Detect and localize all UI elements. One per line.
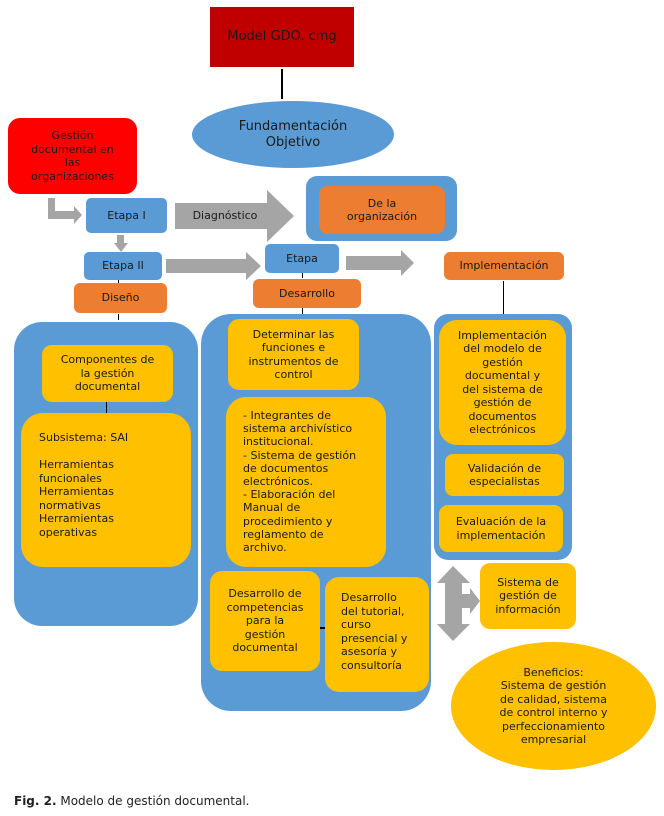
implementacion-text: Implementación bbox=[459, 259, 549, 273]
etapa-text: Etapa bbox=[286, 251, 318, 265]
etapa-arrow-icon bbox=[346, 250, 414, 276]
tutorial-box: Desarrollo del tutorial, curso presencia… bbox=[325, 577, 429, 692]
de-la-organizacion-box: De la organización bbox=[319, 186, 445, 234]
determinar-box: Determinar las funciones e instrumentos … bbox=[228, 319, 359, 390]
fundamentacion-text: Fundamentación Objetivo bbox=[238, 118, 348, 150]
gestion-organizaciones-box: Gestión documental en las organizaciones bbox=[8, 118, 137, 194]
implementacion-modelo-text: Implementación del modelo de gestión doc… bbox=[457, 328, 548, 437]
componentes-text: Componentes de la gestión documental bbox=[60, 353, 155, 394]
bidirectional-arrow-icon bbox=[437, 566, 480, 641]
componentes-box: Componentes de la gestión documental bbox=[42, 345, 173, 402]
etapa-1-box: Etapa I bbox=[86, 198, 167, 233]
etapa2-arrow-icon bbox=[166, 252, 261, 280]
connector-line bbox=[503, 281, 504, 315]
diagnostico-text: Diagnóstico bbox=[192, 209, 258, 223]
desarrollo-box: Desarrollo bbox=[253, 279, 361, 308]
model-title-text: Model GDO. cmg bbox=[227, 29, 337, 45]
etapa-2-text: Etapa II bbox=[102, 259, 144, 273]
fundamentacion-ellipse: Fundamentación Objetivo bbox=[192, 101, 394, 168]
sistema-informacion-box: Sistema de gestión de información bbox=[480, 563, 576, 629]
etapa-box: Etapa bbox=[265, 244, 339, 273]
connector-line bbox=[106, 402, 107, 413]
figure-caption: Fig. 2. Modelo de gestión documental. bbox=[14, 794, 249, 808]
caption-label: Fig. 2. bbox=[14, 794, 57, 808]
sistema-informacion-text: Sistema de gestión de información bbox=[495, 575, 561, 616]
connector-line bbox=[281, 69, 283, 99]
gestion-organizaciones-text: Gestión documental en las organizaciones bbox=[31, 129, 114, 183]
tutorial-text: Desarrollo del tutorial, curso presencia… bbox=[341, 591, 408, 672]
implementacion-box: Implementación bbox=[444, 252, 564, 280]
diagnostico-label: Diagnóstico bbox=[175, 203, 275, 229]
validacion-box: Validación de especialistas bbox=[445, 454, 564, 496]
diseno-text: Diseño bbox=[101, 291, 140, 305]
de-la-organizacion-text: De la organización bbox=[346, 196, 418, 224]
diseno-box: Diseño bbox=[74, 283, 167, 313]
competencias-box: Desarrollo de competencias para la gesti… bbox=[210, 571, 320, 671]
beneficios-ellipse: Beneficios: Sistema de gestión de calida… bbox=[451, 642, 656, 770]
connector-line bbox=[302, 308, 303, 316]
competencias-text: Desarrollo de competencias para la gesti… bbox=[226, 587, 304, 655]
desarrollo-text: Desarrollo bbox=[279, 286, 335, 300]
integrantes-text: - Integrantes de sistema archivístico in… bbox=[243, 409, 357, 555]
connector-line bbox=[302, 273, 303, 278]
diagnostico-arrow-icon bbox=[175, 190, 294, 242]
connector-line bbox=[320, 627, 325, 629]
validacion-text: Validación de especialistas bbox=[467, 461, 542, 489]
implementacion-modelo-box: Implementación del modelo de gestión doc… bbox=[439, 320, 566, 445]
down-arrow-icon bbox=[114, 235, 128, 252]
connector-line bbox=[118, 280, 119, 284]
etapa-2-box: Etapa II bbox=[84, 252, 162, 280]
integrantes-box: - Integrantes de sistema archivístico in… bbox=[226, 397, 386, 567]
caption-text: Modelo de gestión documental. bbox=[56, 794, 250, 808]
subsistema-text: Subsistema: SAI Herramientas funcionales… bbox=[39, 431, 129, 539]
model-title-box: Model GDO. cmg bbox=[210, 7, 354, 67]
beneficios-text: Beneficios: Sistema de gestión de calida… bbox=[499, 665, 608, 747]
evaluacion-box: Evaluación de la implementación bbox=[439, 505, 563, 552]
etapa-1-text: Etapa I bbox=[107, 208, 146, 222]
subsistema-box: Subsistema: SAI Herramientas funcionales… bbox=[21, 413, 191, 567]
determinar-text: Determinar las funciones e instrumentos … bbox=[248, 327, 339, 382]
evaluacion-text: Evaluación de la implementación bbox=[455, 515, 547, 542]
elbow-arrow-icon bbox=[48, 198, 82, 224]
connector-line bbox=[118, 314, 119, 320]
